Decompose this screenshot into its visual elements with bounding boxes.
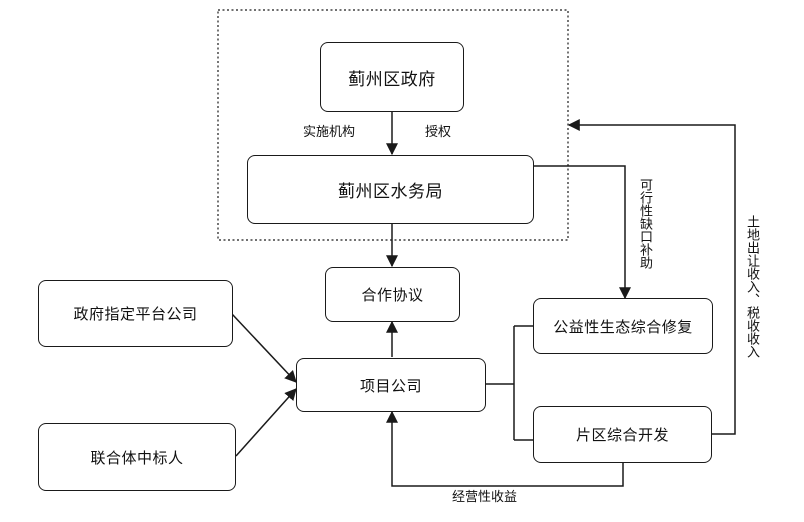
node-area-comprehensive-development: 片区综合开发 (533, 406, 712, 463)
label-authorization: 授权 (425, 125, 452, 140)
node-cooperation-agreement: 合作协议 (325, 267, 460, 322)
arrow-platform-to-project (231, 313, 297, 383)
node-consortium-winning-bidder: 联合体中标人 (38, 423, 236, 491)
label-implementing-agency: 实施机构 (303, 125, 356, 140)
label-land-transfer-tax-revenue: 土地出让收入、税收收入 (744, 215, 759, 358)
label-operating-revenue: 经营性收益 (452, 490, 518, 505)
node-public-welfare-restoration: 公益性生态综合修复 (533, 298, 713, 354)
node-government-platform-company: 政府指定平台公司 (38, 280, 233, 347)
arrow-land-tax-to-government (567, 119, 736, 435)
bracket-project-to-subprojects (486, 325, 533, 441)
arrow-operating-revenue-to-project (386, 410, 624, 487)
node-project-company: 项目公司 (296, 358, 486, 412)
label-viability-gap-subsidy: 可行性缺口补助 (637, 178, 652, 269)
node-district-government: 蓟州区政府 (320, 42, 464, 112)
arrow-consortium-to-project (235, 388, 297, 457)
node-water-affairs-bureau: 蓟州区水务局 (247, 155, 534, 224)
arrow-subsidy-to-public-welfare (532, 165, 631, 300)
